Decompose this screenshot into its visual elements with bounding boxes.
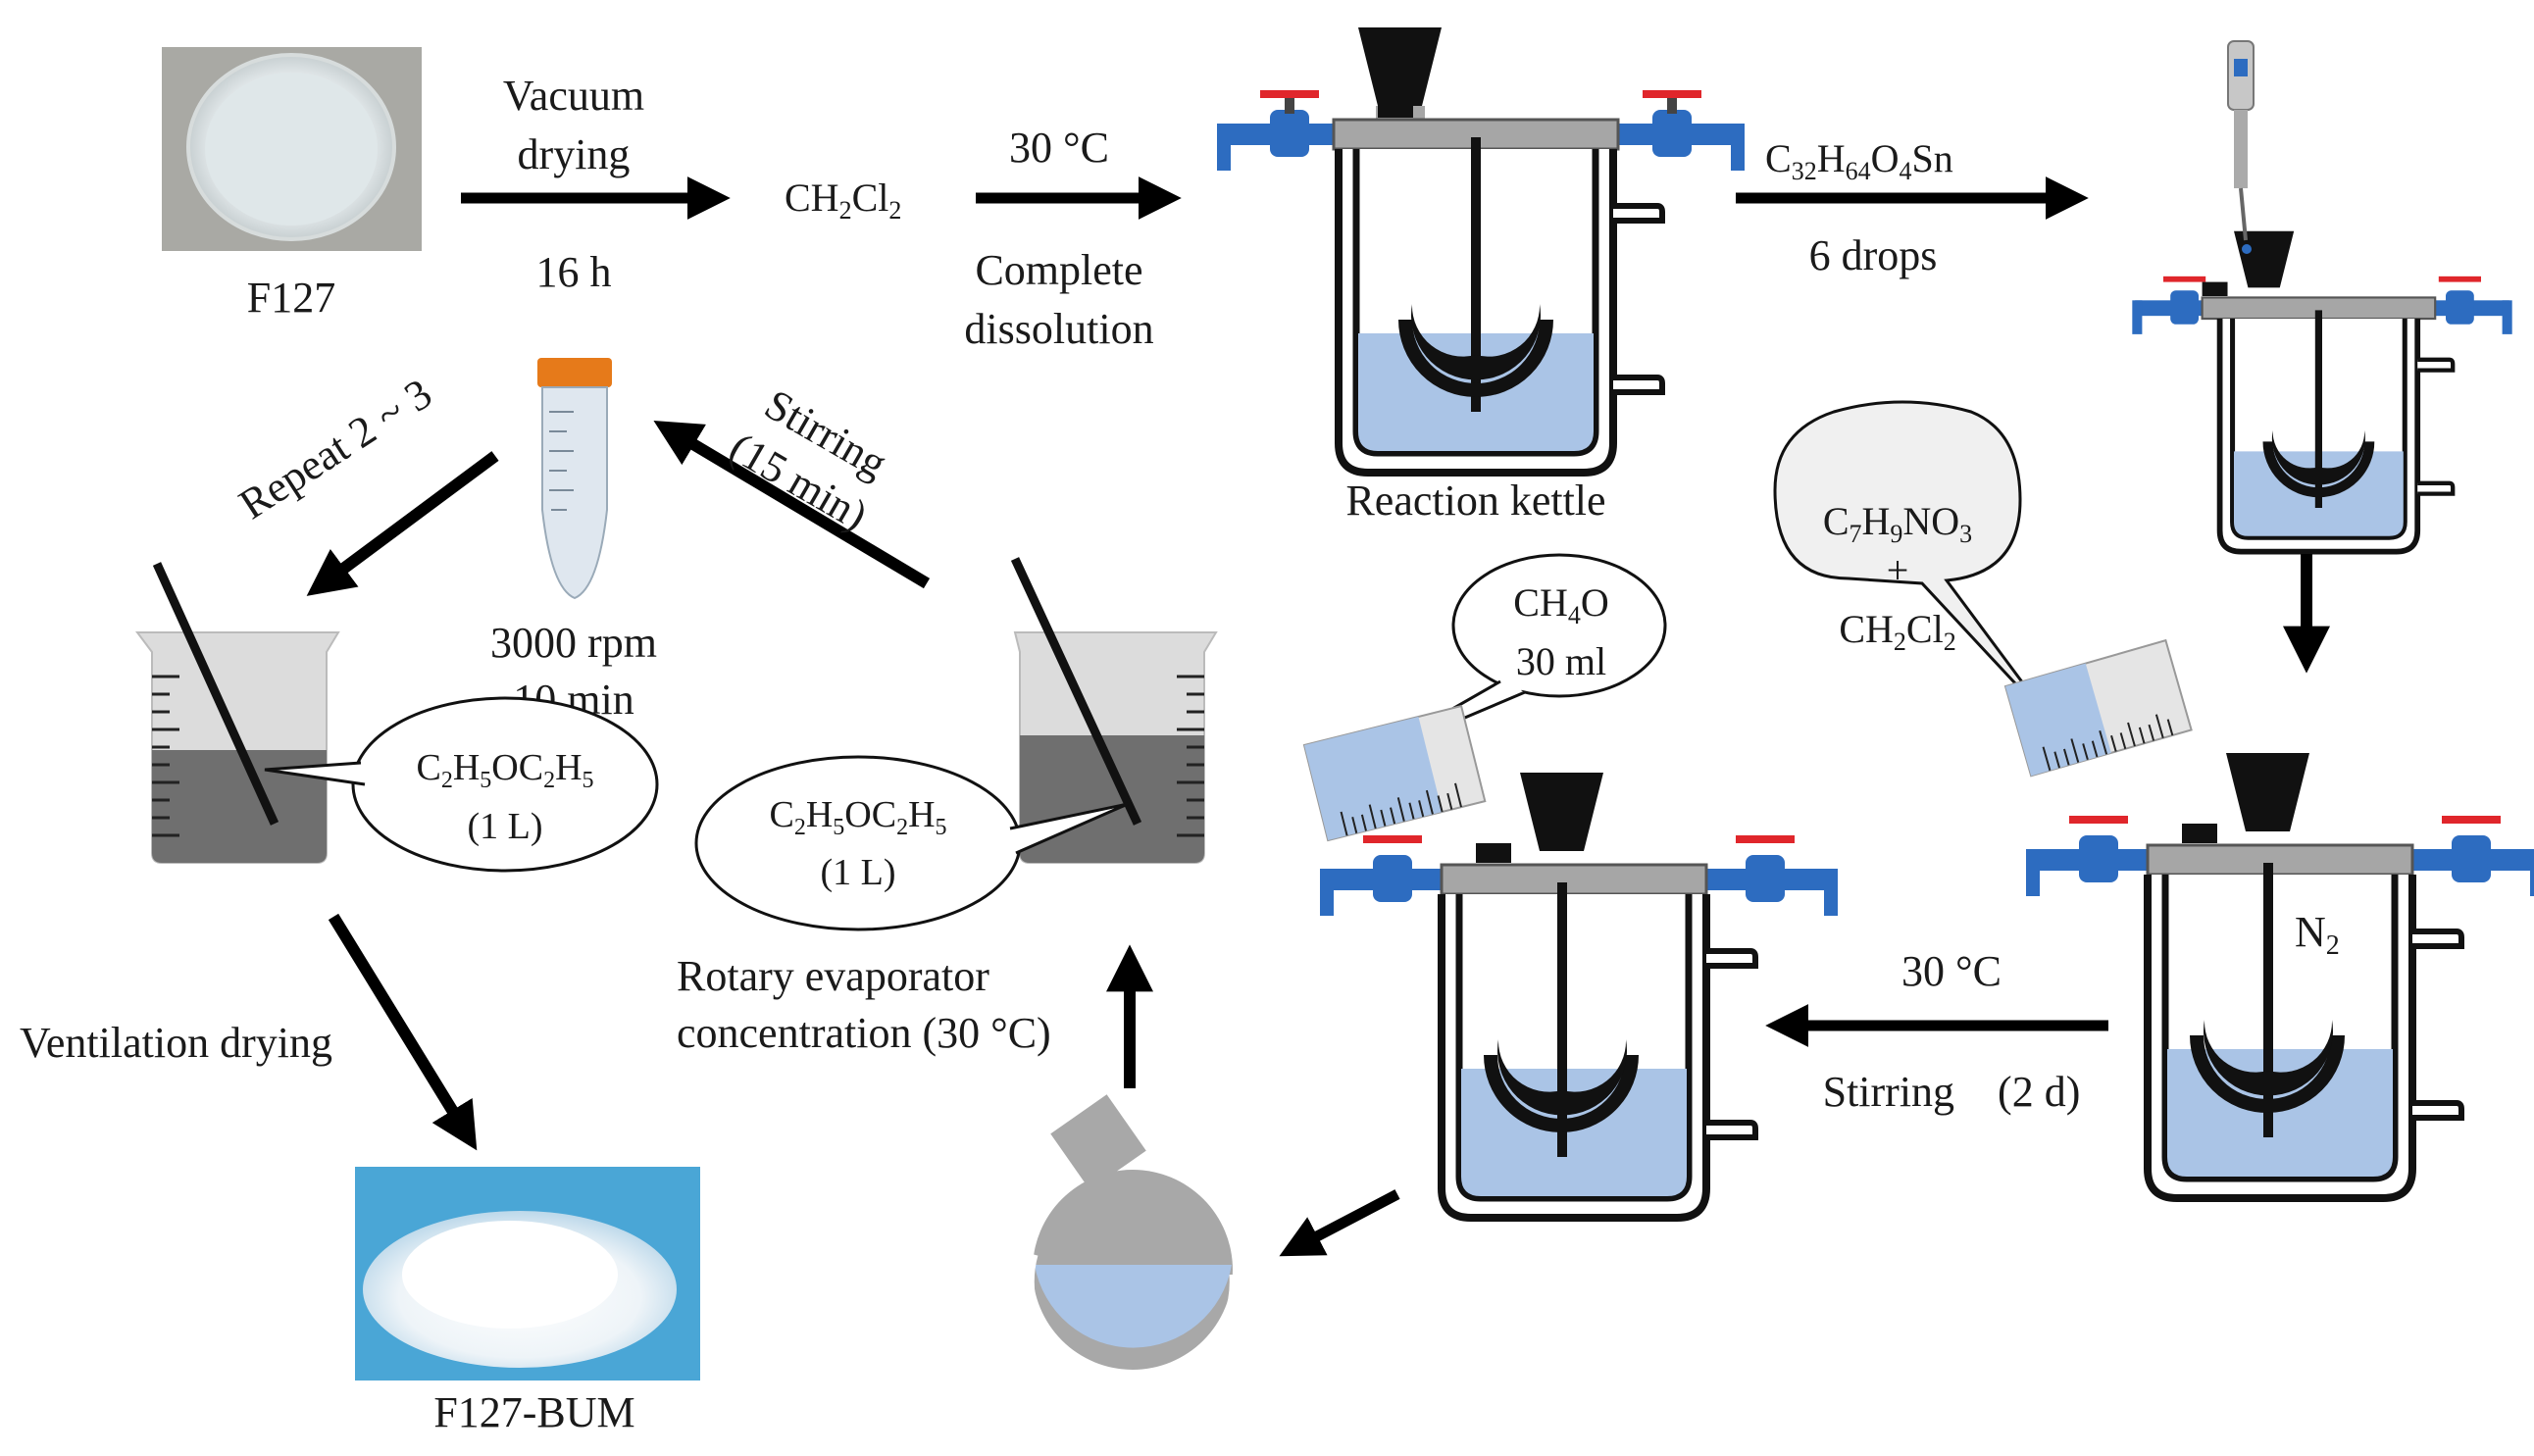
stirring-2d-label: Stirring (2 d) <box>1823 1068 2081 1116</box>
reaction-kettle-2 <box>2132 230 2512 555</box>
reaction-kettle-n2 <box>2026 753 2534 1202</box>
f127-bum-label: F127-BUM <box>433 1388 634 1436</box>
ch2cl2-formula-b: CH2Cl2 <box>1839 607 1955 656</box>
drying-label: drying <box>518 130 631 178</box>
n2-label: N2 <box>2295 908 2340 961</box>
rotary-label-2: concentration (30 °C) <box>677 1009 1051 1057</box>
ether-bubble-left <box>264 696 659 873</box>
ether-bubble-right <box>694 755 1129 931</box>
c7h9no3-formula: C7H9NO3 <box>1823 499 1972 548</box>
reaction-kettle-label: Reaction kettle <box>1345 477 1605 525</box>
pouring-beaker-left <box>1302 704 1487 842</box>
one-liter-label-left: (1 L) <box>467 806 542 847</box>
repeat-group: Repeat 2 ~ 3 <box>230 370 440 529</box>
arrow-repeat <box>306 451 499 596</box>
arrow-ventilation <box>328 913 478 1151</box>
volume-30ml-label: 30 ml <box>1516 639 1606 683</box>
repeat-label: Repeat 2 ~ 3 <box>230 370 440 529</box>
temp-30-label-b: 30 °C <box>1901 947 2002 995</box>
reagent-bubble <box>1773 400 2056 728</box>
centrifuge-tube-icon <box>537 358 612 600</box>
vacuum-label: Vacuum <box>503 72 644 120</box>
arrow-stirring-15 <box>653 420 931 589</box>
rotary-label-1: Rotary evaporator <box>677 952 989 1000</box>
temp-30-label-a: 30 °C <box>1009 124 1109 172</box>
complete-label: Complete <box>975 246 1142 294</box>
plus-sign: + <box>1887 548 1909 592</box>
ventilation-label: Ventilation drying <box>20 1019 332 1067</box>
stirring-15-group: Stirring (15 min) <box>722 380 895 540</box>
reaction-kettle-4 <box>1320 773 1838 1222</box>
f127-photo <box>162 47 422 251</box>
pipette-icon <box>2227 40 2255 254</box>
ch2cl2-formula: CH2Cl2 <box>785 176 901 225</box>
ch4o-formula: CH4O <box>1513 580 1608 629</box>
round-flask <box>1029 1094 1235 1384</box>
beaker-right <box>1010 557 1218 864</box>
beaker-left <box>135 562 340 864</box>
f127-bum-photo <box>355 1167 700 1381</box>
arrow-to-flask <box>1279 1189 1400 1257</box>
rpm-label: 3000 rpm <box>490 619 657 667</box>
six-drops-label: 6 drops <box>1809 231 1938 279</box>
ether-formula-right: C2H5OC2H5 <box>769 794 946 840</box>
duration-16h-label: 16 h <box>536 248 612 296</box>
f127-label: F127 <box>247 274 335 322</box>
reaction-kettle-1 <box>1217 27 1745 477</box>
pouring-beaker-right <box>2003 638 2193 778</box>
left-valve <box>1217 90 1348 171</box>
dissolution-label: dissolution <box>964 305 1153 353</box>
ether-formula-left: C2H5OC2H5 <box>416 747 593 793</box>
catalyst-formula: C32H64O4Sn <box>1765 136 1953 185</box>
one-liter-label-right: (1 L) <box>820 852 895 893</box>
right-valve <box>1613 90 1745 171</box>
